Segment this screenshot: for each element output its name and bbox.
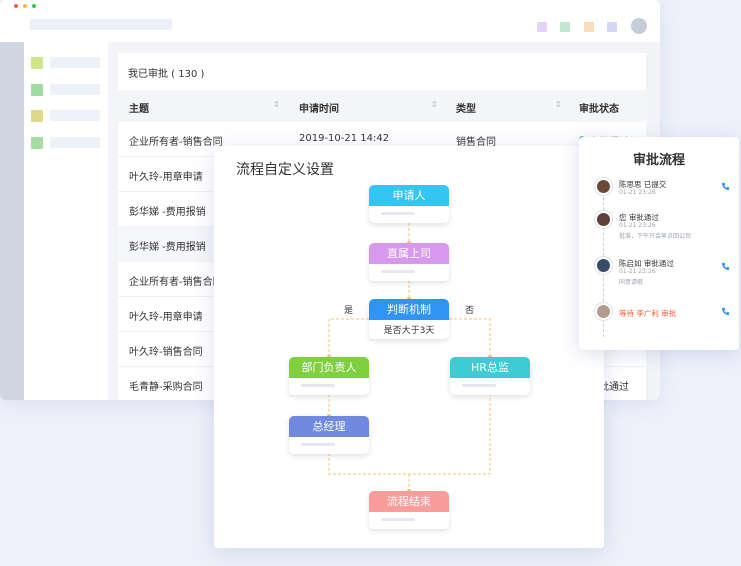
flow-node-applicant[interactable]: 申请人	[369, 185, 449, 223]
user-avatar[interactable]	[631, 18, 647, 34]
row-type: 销售合同	[456, 137, 496, 148]
column-header-time[interactable]: 申请时间	[299, 104, 339, 115]
list-title: 我已审批 ( 130 )	[128, 69, 205, 80]
phone-icon[interactable]	[721, 182, 730, 191]
row-subject: 彭华娣 -费用报销	[129, 207, 206, 218]
node-placeholder	[462, 384, 496, 387]
flow-title: 流程自定义设置	[236, 162, 334, 178]
node-placeholder	[301, 443, 335, 446]
flow-node-gm[interactable]: 总经理	[289, 416, 369, 454]
sidebar-item[interactable]	[50, 110, 100, 121]
phone-icon[interactable]	[721, 262, 730, 271]
row-subject: 企业所有者-销售合同	[129, 277, 223, 288]
sidebar-item[interactable]	[50, 57, 100, 68]
avatar	[595, 178, 612, 195]
avatar	[595, 303, 612, 320]
flow-node-hr[interactable]: HR总监	[450, 357, 530, 395]
node-label: 判断机制	[369, 299, 449, 320]
title-bar	[0, 0, 660, 12]
left-rail	[0, 42, 24, 400]
node-label: 直属上司	[369, 243, 449, 264]
sidebar-item-icon[interactable]	[31, 110, 43, 122]
maximize-window-icon[interactable]	[32, 4, 36, 8]
row-time: 2019-10-21 14:42	[299, 133, 390, 144]
node-placeholder	[381, 270, 415, 273]
node-label: 申请人	[369, 185, 449, 206]
node-label: 总经理	[289, 416, 369, 437]
row-subject: 叶久玲-销售合同	[129, 347, 203, 358]
sidebar-item-icon[interactable]	[31, 57, 43, 69]
node-label: HR总监	[450, 357, 530, 378]
flow-node-decision[interactable]: 判断机制 是否大于3天	[369, 299, 449, 339]
row-subject: 叶久玲-用章申请	[129, 312, 203, 323]
toolbar-app-icon[interactable]	[537, 22, 547, 32]
sort-icon[interactable]: ⇕	[431, 100, 438, 109]
avatar	[595, 257, 612, 274]
step-name: 陈思思 已提交	[619, 180, 667, 189]
flow-settings-card: 流程自定义设置 申请人 直属上司 是 否 判断机制 是否大于3天 部门负责人 H…	[214, 146, 604, 548]
connector	[449, 318, 491, 357]
node-placeholder	[301, 384, 335, 387]
approval-title: 审批流程	[632, 153, 685, 168]
sidebar-item[interactable]	[50, 84, 100, 95]
column-header-type[interactable]: 类型	[456, 104, 476, 115]
phone-icon[interactable]	[721, 307, 730, 316]
toolbar-app-icon[interactable]	[607, 22, 617, 32]
connector	[328, 318, 369, 357]
column-header-subject[interactable]: 主题	[129, 104, 149, 115]
toolbar-app-icon[interactable]	[584, 22, 594, 32]
avatar	[595, 211, 612, 228]
row-subject: 彭华娣 -费用报销	[129, 242, 206, 253]
decision-condition: 是否大于3天	[383, 326, 435, 336]
row-status: 审批通过	[589, 382, 629, 393]
sidebar	[24, 42, 108, 400]
node-placeholder	[381, 212, 415, 215]
table-header: 主题 ⇕ 申请时间 ⇕ 类型 ⇕ 审批状态	[118, 90, 646, 122]
node-label: 部门负责人	[289, 357, 369, 378]
row-subject: 叶久玲-用章申请	[129, 172, 203, 183]
step-name: 陈启如 审批通过	[619, 259, 674, 268]
top-bar	[0, 12, 660, 42]
minimize-window-icon[interactable]	[23, 4, 27, 8]
sidebar-item[interactable]	[50, 137, 100, 148]
sort-icon[interactable]: ⇕	[555, 100, 562, 109]
search-input[interactable]	[30, 19, 172, 30]
sort-icon[interactable]: ⇕	[273, 100, 280, 109]
step-note: 批准，下午开会早点回公司	[619, 233, 692, 240]
branch-no-label: 否	[465, 306, 475, 316]
flow-node-dept-head[interactable]: 部门负责人	[289, 357, 369, 395]
row-subject: 毛青静-采购合同	[129, 382, 203, 393]
flow-node-end[interactable]: 流程结束	[369, 491, 449, 529]
branch-yes-label: 是	[344, 306, 354, 316]
sidebar-item-icon[interactable]	[31, 84, 43, 96]
approval-process-card: 审批流程 陈思思 已提交 01-21 23:26 您 审批通过 01-21 23…	[579, 137, 739, 350]
flow-node-supervisor[interactable]: 直属上司	[369, 243, 449, 281]
step-time: 01-21 23:26	[619, 222, 656, 229]
step-time: 01-21 23:26	[619, 189, 656, 196]
step-time: 01-21 23:26	[619, 268, 656, 275]
row-subject: 企业所有者-销售合同	[129, 137, 223, 148]
close-window-icon[interactable]	[14, 4, 18, 8]
column-header-status[interactable]: 审批状态	[579, 104, 619, 115]
step-name: 您 审批通过	[619, 213, 659, 222]
step-note: 同意请假	[619, 279, 644, 286]
node-placeholder	[381, 518, 415, 521]
step-name-pending: 等待 李广利 审批	[619, 309, 677, 318]
toolbar-app-icon[interactable]	[560, 22, 570, 32]
sidebar-item-icon[interactable]	[31, 137, 43, 149]
node-label: 流程结束	[369, 491, 449, 512]
